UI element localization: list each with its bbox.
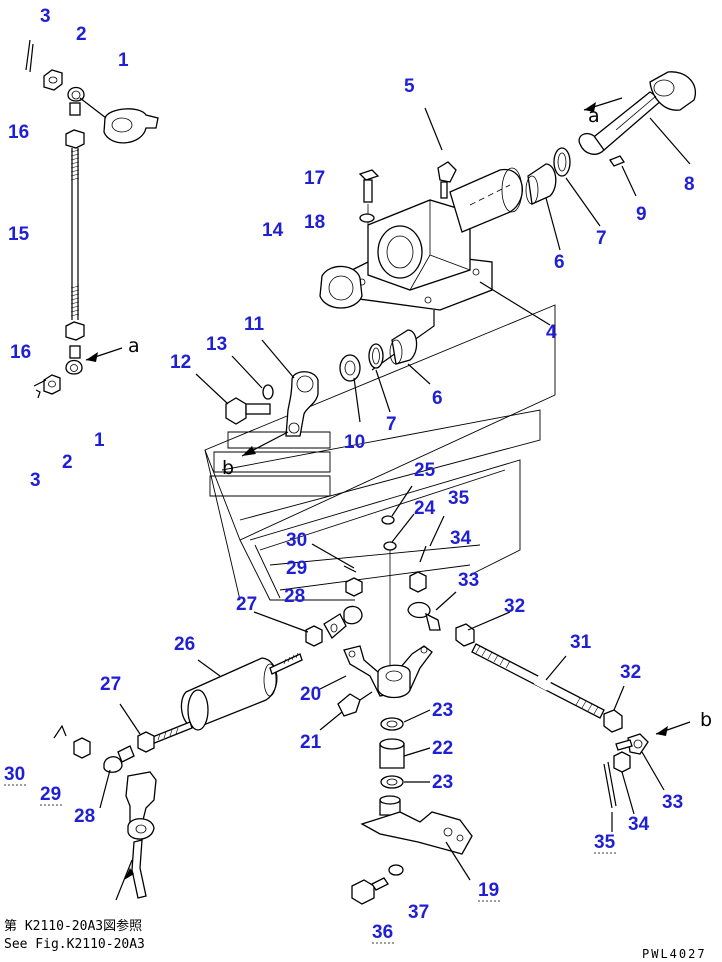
callout-33-top: 33 (458, 570, 479, 591)
callout-32-bottom: 32 (620, 662, 641, 683)
callout-23-bottom: 23 (432, 772, 453, 793)
note-english: See Fig.K2110-20A3 (4, 937, 145, 952)
callout-17: 17 (304, 168, 325, 189)
callout-30-bottom: 30 (4, 764, 25, 785)
main-housing (319, 107, 551, 371)
callout-4: 4 (546, 322, 557, 343)
drawing-code: PWL4027 (642, 947, 707, 961)
callout-2-top: 2 (76, 24, 87, 45)
callout-34-bottom: 34 (628, 814, 650, 835)
callout-24: 24 (414, 498, 436, 519)
callout-27-top: 27 (236, 594, 257, 615)
ref-letter-a-left: a (128, 335, 140, 357)
callout-31: 31 (570, 632, 592, 653)
callout-7-bottom: 7 (386, 414, 397, 435)
callout-33-bottom: 33 (662, 792, 683, 813)
callout-14: 14 (262, 220, 284, 241)
callout-12: 12 (170, 352, 191, 373)
callout-11: 11 (244, 314, 265, 335)
ref-letter-b-left: b (222, 457, 234, 479)
left-rod-assembly (25, 39, 159, 399)
callout-32-top: 32 (504, 596, 525, 617)
callout-6-top: 6 (554, 252, 565, 273)
callout-28-top: 28 (284, 586, 305, 607)
callout-35-top: 35 (448, 488, 470, 509)
callout-7-top: 7 (596, 228, 607, 249)
note-japanese: 第 K2110-20A3図参照 (4, 918, 142, 934)
ref-letter-a-top: a (588, 105, 600, 127)
callout-3-top: 3 (40, 6, 51, 27)
callout-37: 37 (408, 902, 429, 923)
rod-thread-bottom (70, 285, 80, 317)
callout-29-top: 29 (286, 558, 307, 579)
callout-25: 25 (414, 460, 436, 481)
callout-15: 15 (8, 224, 30, 245)
callout-21: 21 (300, 732, 322, 753)
callout-1-top: 1 (118, 50, 129, 71)
rod-thread-top (70, 149, 80, 181)
lever-shaft-assembly (525, 71, 696, 251)
callout-18: 18 (304, 212, 325, 233)
callout-34-top: 34 (450, 528, 472, 549)
right-rod-assembly (455, 611, 691, 832)
callout-29-bottom: 29 (40, 784, 61, 805)
callout-27-bottom: 27 (100, 674, 121, 695)
lower-left-link (53, 724, 157, 901)
center-link-parts (305, 515, 457, 647)
callout-23-top: 23 (432, 700, 453, 721)
pivot-assembly (317, 485, 473, 905)
callout-28-bottom: 28 (74, 806, 95, 827)
callout-10: 10 (344, 432, 365, 453)
callout-26: 26 (174, 634, 195, 655)
cylinder-assembly (119, 611, 309, 753)
callout-9: 9 (636, 204, 647, 225)
figure-reference-note: 第 K2110-20A3図参照 See Fig.K2110-20A3 (4, 918, 145, 952)
callout-1-bottom: 1 (94, 430, 105, 451)
reference-letters: a a b b (85, 105, 712, 731)
callout-13: 13 (206, 334, 227, 355)
callout-5: 5 (404, 76, 415, 97)
callout-8: 8 (684, 174, 695, 195)
callout-20: 20 (300, 684, 321, 705)
callout-3-bottom: 3 (30, 470, 41, 491)
callout-6-bottom: 6 (432, 388, 443, 409)
floor-panel-outlines (204, 304, 556, 601)
callout-19: 19 (478, 880, 499, 901)
ref-letter-b-right: b (700, 709, 712, 731)
callout-22: 22 (432, 738, 453, 759)
callout-2-bottom: 2 (62, 452, 73, 473)
callout-16-bottom: 16 (10, 342, 31, 363)
callout-16-top: 16 (8, 122, 29, 143)
callout-30-top: 30 (286, 530, 307, 551)
callout-36: 36 (372, 922, 393, 943)
callout-35-bottom: 35 (594, 832, 616, 853)
lever-assembly (195, 329, 431, 457)
callout-labels: 1 1 2 2 3 3 4 5 6 6 7 7 8 9 10 11 12 13 … (4, 6, 695, 943)
